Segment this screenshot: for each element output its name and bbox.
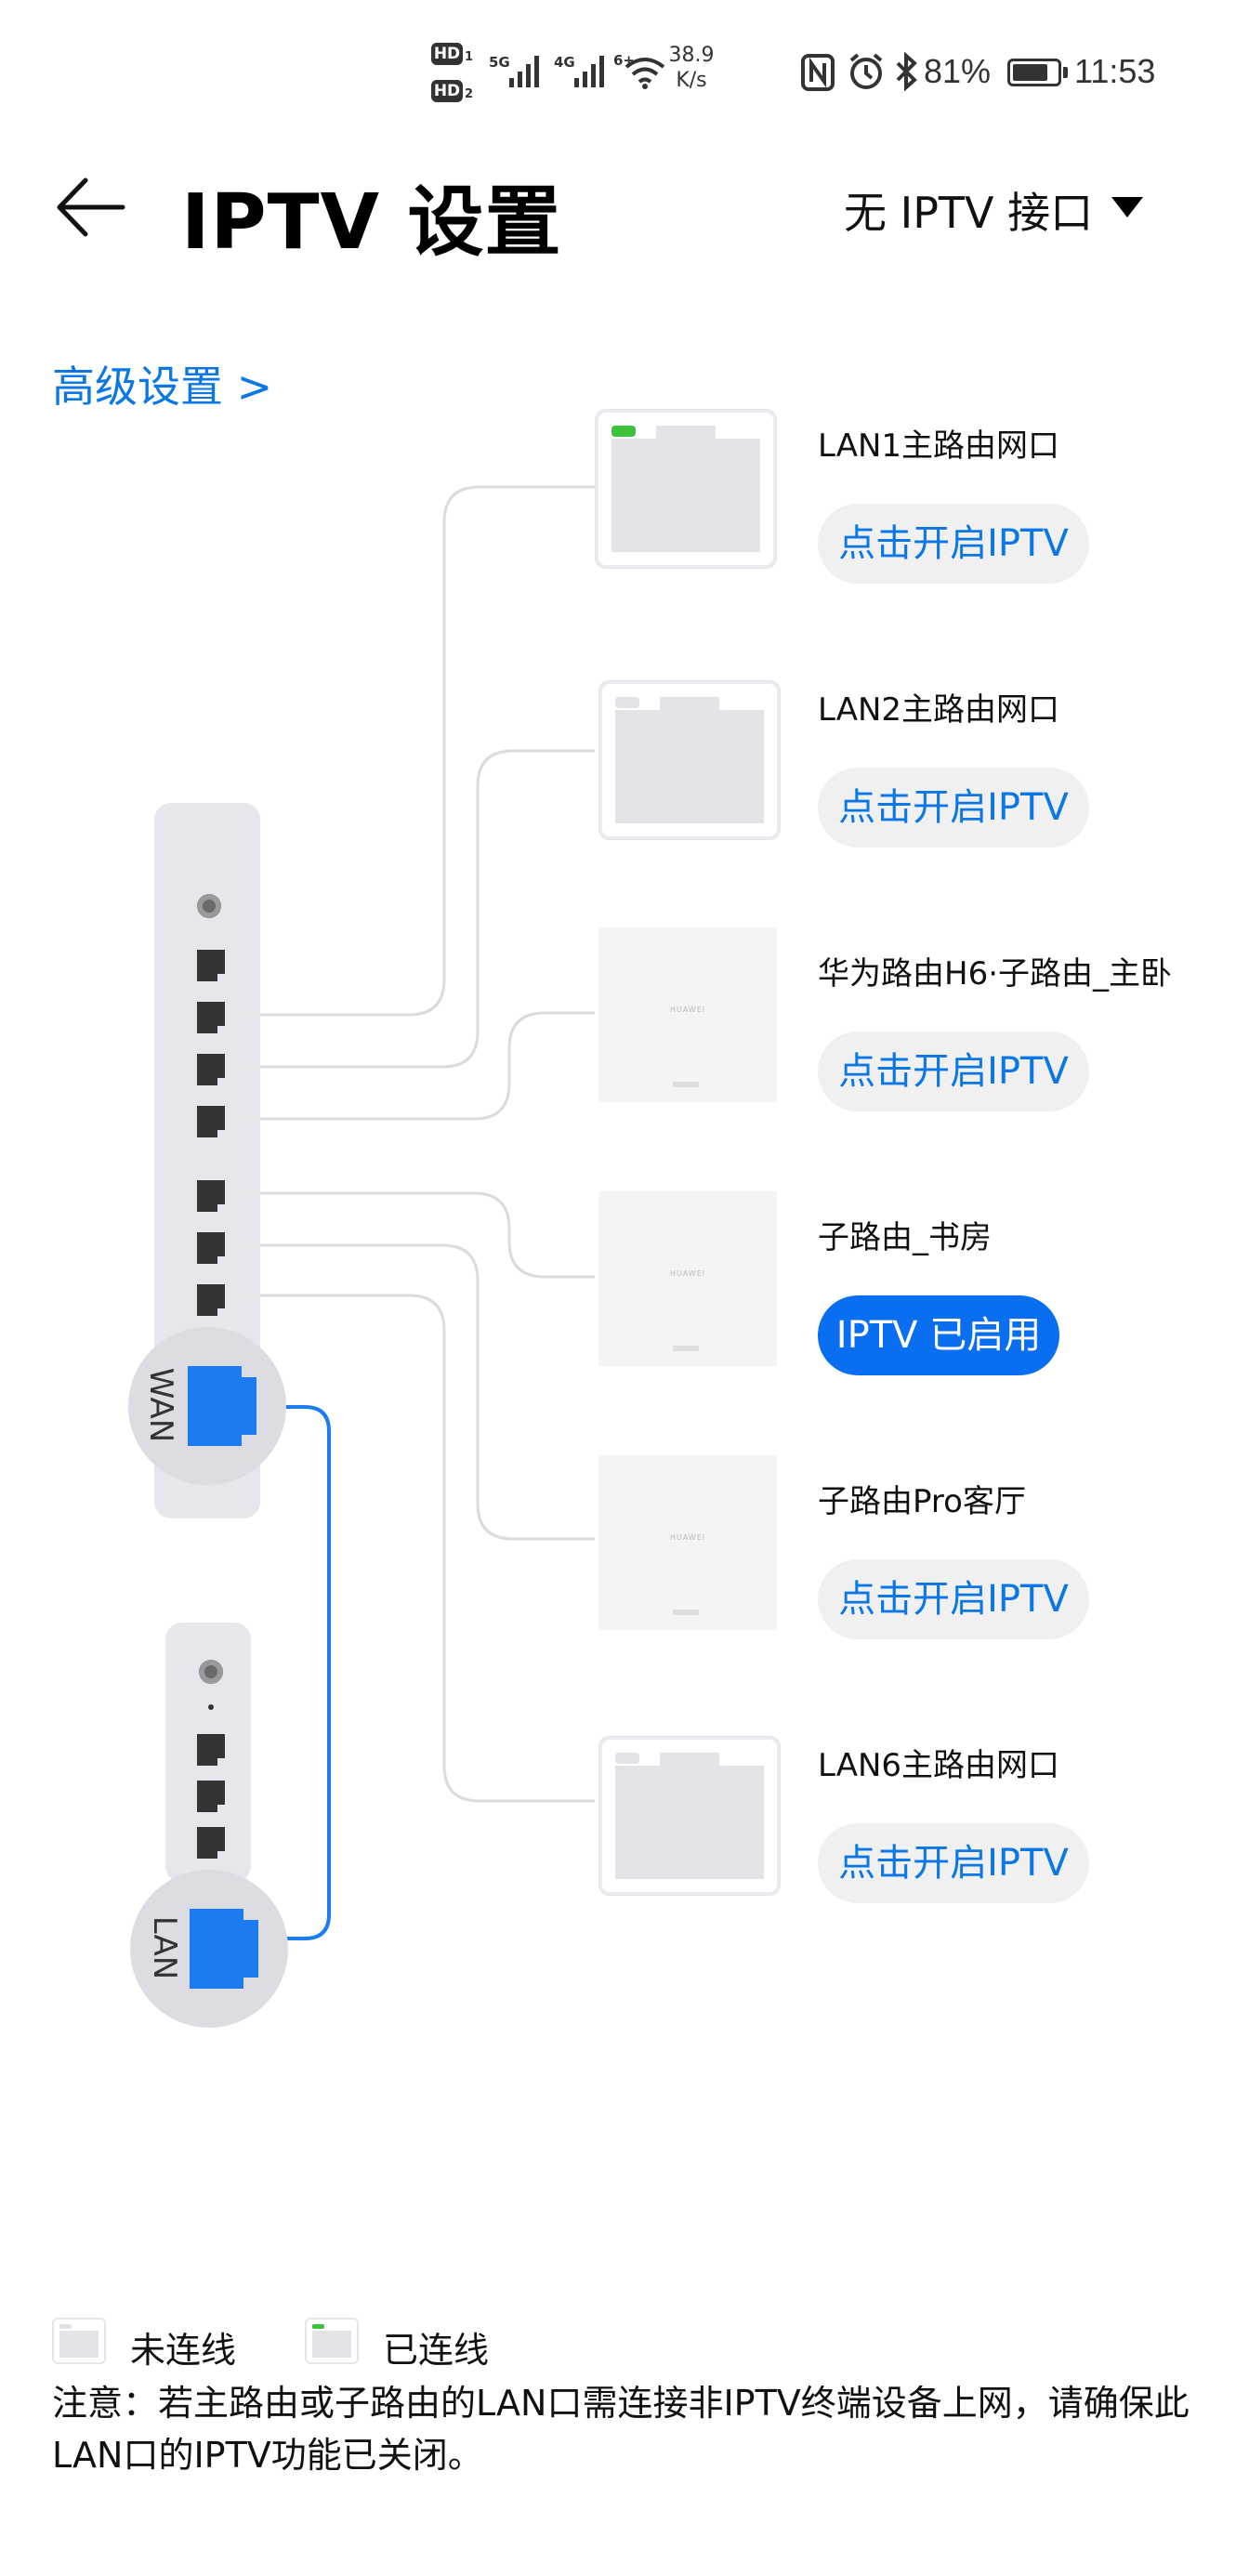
hd-badge-1-sub: 1 xyxy=(465,50,474,64)
enable-iptv-button-sub-bedroom[interactable]: 点击开启IPTV xyxy=(818,1032,1089,1111)
device-name-lan1: LAN1主路由网口 xyxy=(818,427,1060,465)
router-mark xyxy=(673,1346,699,1351)
battery-nub xyxy=(1063,67,1068,78)
reset-button-icon xyxy=(199,1660,223,1684)
device-name-sub-study: 子路由_书房 xyxy=(818,1219,992,1256)
signal-icon-2 xyxy=(574,54,608,87)
bluetooth-icon xyxy=(896,52,917,91)
caret-down-icon[interactable] xyxy=(1111,197,1143,217)
reset-button-icon xyxy=(197,894,221,918)
wan-lan-link-line xyxy=(258,1405,331,1940)
sub-router-living-room-image: HUAWEI xyxy=(598,1455,777,1630)
ethernet-port-icon xyxy=(197,1827,225,1859)
device-name-sub-living-room: 子路由Pro客厅 xyxy=(818,1483,1026,1520)
ethernet-port-icon xyxy=(197,1106,225,1137)
network-type-2: 4G xyxy=(554,54,575,71)
ethernet-port-icon xyxy=(197,1232,225,1264)
hd-badge-1: HD xyxy=(431,43,463,65)
page-title: IPTV 设置 xyxy=(181,178,562,267)
battery-level xyxy=(1013,64,1048,81)
link-line-sub1 xyxy=(249,1011,595,1121)
signal-icon xyxy=(509,54,543,87)
upstream-router xyxy=(165,1623,251,1883)
wan-port-label: WAN xyxy=(142,1367,179,1443)
enable-iptv-button-lan6[interactable]: 点击开启IPTV xyxy=(818,1823,1089,1903)
wan-port-icon xyxy=(188,1366,256,1446)
router-mark xyxy=(673,1082,699,1087)
device-name-lan6: LAN6主路由网口 xyxy=(818,1747,1060,1784)
network-speed-value: 38.9 xyxy=(668,44,715,67)
lan-port-label: LAN xyxy=(146,1915,183,1980)
battery-icon xyxy=(1007,59,1061,86)
huawei-logo: HUAWEI xyxy=(669,1533,706,1542)
battery-percent: 81% xyxy=(924,52,992,90)
wan-port: WAN xyxy=(128,1327,286,1485)
hd-badge-2: HD xyxy=(431,80,463,102)
nfc-icon xyxy=(801,54,835,91)
network-speed-unit: K/s xyxy=(676,69,707,92)
legend-disconnected-label: 未连线 xyxy=(130,2330,237,2371)
ethernet-port-icon xyxy=(197,1284,225,1316)
enable-iptv-button-lan2[interactable]: 点击开启IPTV xyxy=(818,768,1089,848)
link-led xyxy=(615,697,639,708)
router-mark xyxy=(673,1610,699,1615)
iptv-enabled-button-sub-study[interactable]: IPTV 已启用 xyxy=(818,1295,1059,1375)
enable-iptv-button-sub-living-room[interactable]: 点击开启IPTV xyxy=(818,1559,1089,1639)
ethernet-port-icon xyxy=(197,1054,225,1085)
notice-text: 注意：若主路由或子路由的LAN口需连接非IPTV终端设备上网，请确保此LAN口的… xyxy=(52,2383,1190,2476)
lan-port: LAN xyxy=(130,1870,288,2028)
alarm-icon xyxy=(849,53,883,89)
ethernet-port-icon xyxy=(197,1002,225,1033)
device-name-sub-bedroom: 华为路由H6·子路由_主卧 xyxy=(818,955,1173,992)
device-name-lan2: LAN2主路由网口 xyxy=(818,691,1060,729)
link-line-lan1 xyxy=(249,485,595,1017)
indicator-dot xyxy=(208,1704,214,1710)
network-speed: 38.9 K/s xyxy=(662,43,721,93)
link-line-sub2 xyxy=(249,1191,595,1279)
ethernet-port-icon xyxy=(197,1734,225,1766)
legend-connected-swatch xyxy=(307,2320,357,2362)
lan6-port-card xyxy=(602,1740,777,1892)
sub-router-study-image: HUAWEI xyxy=(598,1191,777,1366)
clock: 11:53 xyxy=(1074,52,1156,90)
lan1-port-card xyxy=(598,413,773,565)
sub-router-bedroom-image: HUAWEI xyxy=(598,927,777,1102)
ethernet-port-icon xyxy=(197,1180,225,1212)
huawei-logo: HUAWEI xyxy=(669,1005,706,1014)
enable-iptv-button-lan1[interactable]: 点击开启IPTV xyxy=(818,504,1089,584)
advanced-settings-link[interactable]: 高级设置 > xyxy=(52,361,273,412)
iptv-interface-select[interactable]: 无 IPTV 接口 xyxy=(844,188,1094,238)
lan-port-icon xyxy=(190,1909,258,1989)
link-line-lan2 xyxy=(249,749,595,1069)
ethernet-port-icon xyxy=(197,950,225,981)
wifi-icon xyxy=(624,58,665,89)
legend-disconnected-swatch xyxy=(54,2320,104,2362)
lan2-port-card xyxy=(602,684,777,836)
link-led xyxy=(611,426,636,437)
network-type-1: 5G xyxy=(489,54,510,71)
status-bar: HD 1 HD 2 5G 4G 6+ 38.9 K/s 81% 11:53 xyxy=(0,0,1249,139)
hd-badge-2-sub: 2 xyxy=(465,87,474,101)
huawei-logo: HUAWEI xyxy=(669,1269,706,1278)
link-led xyxy=(615,1753,639,1764)
arrow-left-icon[interactable] xyxy=(54,177,126,238)
ethernet-port-icon xyxy=(197,1781,225,1812)
link-line-lan6 xyxy=(249,1294,595,1803)
link-line-sub3 xyxy=(249,1243,595,1541)
legend-connected-label: 已连线 xyxy=(383,2330,490,2371)
